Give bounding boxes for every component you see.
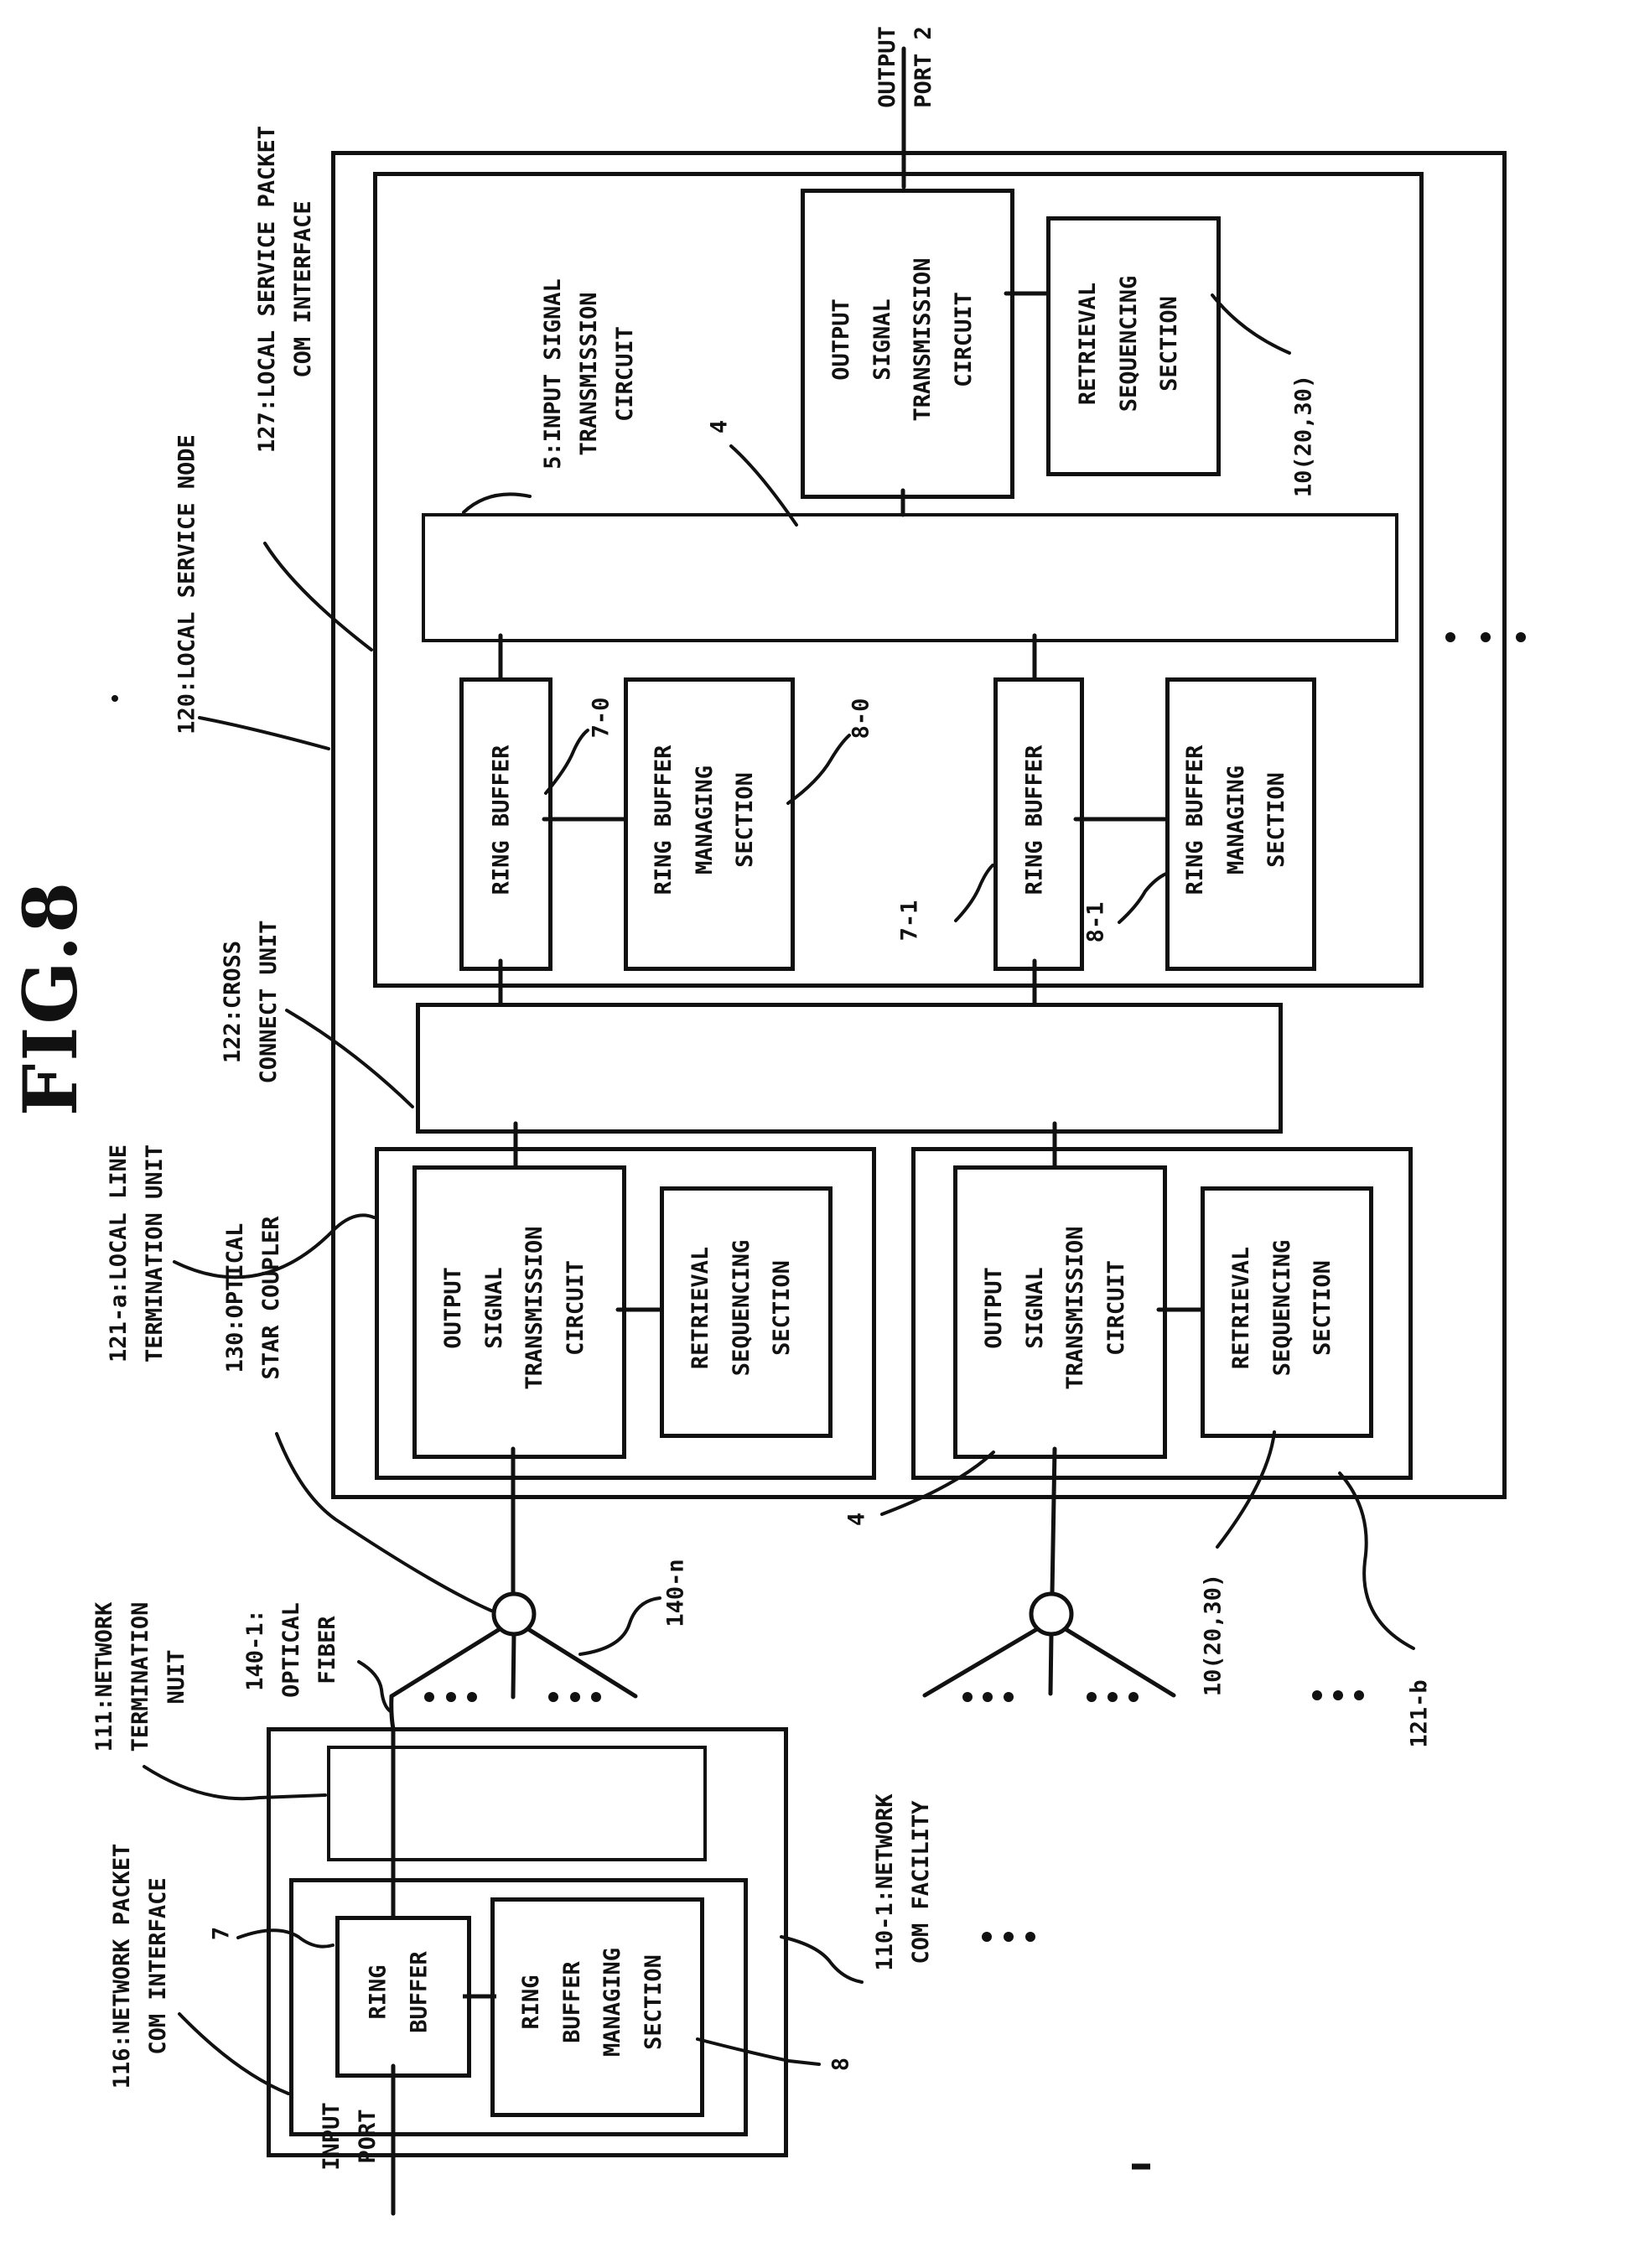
ring-buffer-text-0: RING BUFFER — [488, 745, 515, 895]
network-termination-unit-box — [327, 1746, 707, 1861]
network-ring-buffer-managing-text: RING BUFFER MANAGING SECTION — [517, 1947, 667, 2058]
ref-140-n: 140-n — [662, 1559, 689, 1627]
retrieval-sequencing-box-a — [660, 1186, 833, 1438]
output-signal-circuit-text-b: OUTPUT SIGNAL TRANSMISSION CIRCUIT — [980, 1226, 1129, 1390]
ring-buffer-text-1: RING BUFFER — [1021, 745, 1048, 895]
leader-4-bottom — [880, 1451, 995, 1516]
star-coupler-2 — [1029, 1591, 1074, 1637]
label-input-signal-5: 5:INPUT SIGNAL TRANSMISSION CIRCUIT — [540, 278, 639, 470]
label-optical-fiber-140-1: 140-1: OPTICAL FIBER — [242, 1602, 341, 1698]
leader-116 — [178, 2012, 290, 2095]
cross-connect-bar — [416, 1003, 1283, 1134]
ref-10-bottom: 10(20,30) — [1200, 1573, 1227, 1697]
retrieval-sequencing-text-a: RETRIEVAL SEQUENCING SECTION — [687, 1239, 796, 1377]
ref-4-bottom: 4 — [843, 1512, 870, 1527]
network-rb-connector — [463, 1994, 496, 1999]
retrieval-sequencing-text-top: RETRIEVAL SEQUENCING SECTION — [1075, 275, 1183, 413]
ref-7-network: 7 — [208, 1926, 235, 1941]
ref-4-top: 4 — [706, 419, 733, 434]
label-node-120: 120:LOCAL SERVICE NODE — [174, 434, 200, 734]
leader-121a — [173, 1213, 376, 1279]
leader-122 — [285, 1009, 414, 1108]
output-signal-circuit-text-a: OUTPUT SIGNAL TRANSMISSION CIRCUIT — [439, 1226, 589, 1390]
ring-buffer-box-0 — [459, 677, 552, 971]
output-signal-circuit-box-a — [412, 1165, 626, 1459]
leader-140-n — [578, 1596, 661, 1656]
leader-121b — [1338, 1471, 1415, 1650]
label-star-coupler-130: 130:OPTICAL STAR COUPLER — [221, 1216, 284, 1380]
retrieval-sequencing-box-b — [1201, 1186, 1373, 1438]
leader-110 — [780, 1935, 864, 1984]
label-line-termination-121a: 121-a:LOCAL LINE TERMINATION UNIT — [105, 1144, 168, 1363]
output-signal-circuit-box-top — [801, 189, 1014, 499]
ref-8-1: 8-1 — [1082, 901, 1109, 943]
input-signal-transmission-bar — [422, 513, 1398, 642]
label-network-interface-116: 116:NETWORK PACKET COM INTERFACE — [108, 1843, 171, 2089]
retrieval-sequencing-text-b: RETRIEVAL SEQUENCING SECTION — [1228, 1239, 1336, 1377]
leader-127 — [263, 542, 373, 651]
packet-com-interface-box — [373, 172, 1424, 988]
ref-8-0: 8-0 — [848, 698, 874, 740]
retrieval-sequencing-box-top — [1046, 216, 1221, 476]
label-network-termination-111: 111:NETWORK TERMINATION NUIT — [91, 1601, 190, 1752]
output-signal-circuit-box-b — [953, 1165, 1167, 1459]
output-signal-circuit-text-top: OUTPUT SIGNAL TRANSMISSION CIRCUIT — [827, 257, 977, 422]
ref-7-1: 7-1 — [896, 900, 923, 942]
figure-title: FIG.8 — [7, 879, 94, 1117]
star-coupler-1 — [491, 1591, 537, 1637]
line-termination-unit-box-b — [911, 1147, 1413, 1480]
network-ring-buffer-text: RING BUFFER — [365, 1951, 432, 2033]
network-com-facility-box — [267, 1727, 788, 2157]
ref-7-0: 7-0 — [588, 697, 615, 739]
ring-buffer-managing-text-1: RING BUFFER MANAGING SECTION — [1182, 745, 1290, 895]
leader-120 — [198, 716, 330, 750]
label-cross-connect-122: 122:CROSS CONNECT UNIT — [219, 920, 282, 1084]
ring-buffer-managing-box-0 — [624, 677, 795, 971]
label-com-facility-110-1: 110-1:NETWORK COM FACILITY — [871, 1793, 934, 1971]
leader-130 — [275, 1432, 493, 1612]
leader-140-1 — [357, 1660, 393, 1714]
network-packet-com-interface-box — [289, 1878, 748, 2136]
ref-8-network: 8 — [827, 2057, 854, 2072]
leader-10-bottom — [1216, 1430, 1276, 1549]
local-service-node-box — [331, 151, 1507, 1499]
leader-7-1 — [954, 864, 994, 922]
ring-buffer-managing-text-0: RING BUFFER MANAGING SECTION — [651, 745, 759, 895]
ref-121-b: 121-b — [1406, 1679, 1433, 1748]
leader-8-1 — [1118, 872, 1168, 924]
label-interface-127: 127:LOCAL SERVICE PACKET COM INTERFACE — [253, 125, 316, 454]
leader-111 — [143, 1765, 327, 1801]
leader-8-0 — [786, 734, 851, 805]
ring-buffer-box-1 — [993, 677, 1084, 971]
leader-7-0 — [544, 729, 589, 795]
leader-7-net — [236, 1928, 335, 1949]
line-termination-unit-box-a — [375, 1147, 876, 1480]
label-input-port: INPUT PORT — [318, 2102, 381, 2171]
leader-5 — [462, 492, 532, 514]
network-ring-buffer-managing-box — [490, 1897, 704, 2117]
label-output-port: OUTPUT PORT 2 — [874, 26, 936, 108]
ref-10-top: 10(20,30) — [1290, 374, 1317, 498]
ellipsis-dots — [112, 632, 1526, 1942]
ring-buffer-managing-box-1 — [1165, 677, 1316, 971]
